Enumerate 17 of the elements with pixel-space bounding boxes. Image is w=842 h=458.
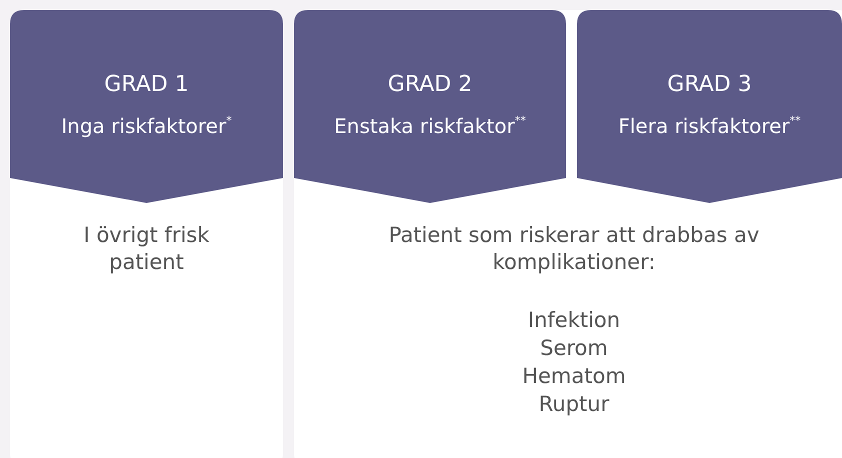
complication-item: Ruptur [538, 391, 610, 418]
complication-item: Infektion [528, 307, 620, 334]
risk-subtitle: Enstaka riskfaktor$^{**}$ [334, 114, 526, 138]
chevron-banner [294, 10, 566, 203]
chevron-banner [10, 10, 283, 203]
grade-title: GRAD 1 [104, 72, 189, 97]
chevron-banner [577, 10, 842, 203]
description-text: I övrigt frisk patient [82, 222, 210, 276]
card-panel [294, 10, 842, 458]
description-text: Patient som riskerar att drabbas av komplikationer: [388, 222, 760, 276]
grade-title: GRAD 3 [667, 72, 752, 97]
grade-title: GRAD 2 [388, 72, 472, 97]
risk-subtitle: Inga riskfaktorer$^{*}$ [61, 114, 232, 138]
risk-subtitle: Flera riskfaktorer$^{**}$ [618, 114, 801, 138]
complication-item: Hematom [522, 363, 626, 390]
card-panel [10, 10, 283, 458]
complication-item: Serom [540, 335, 608, 362]
